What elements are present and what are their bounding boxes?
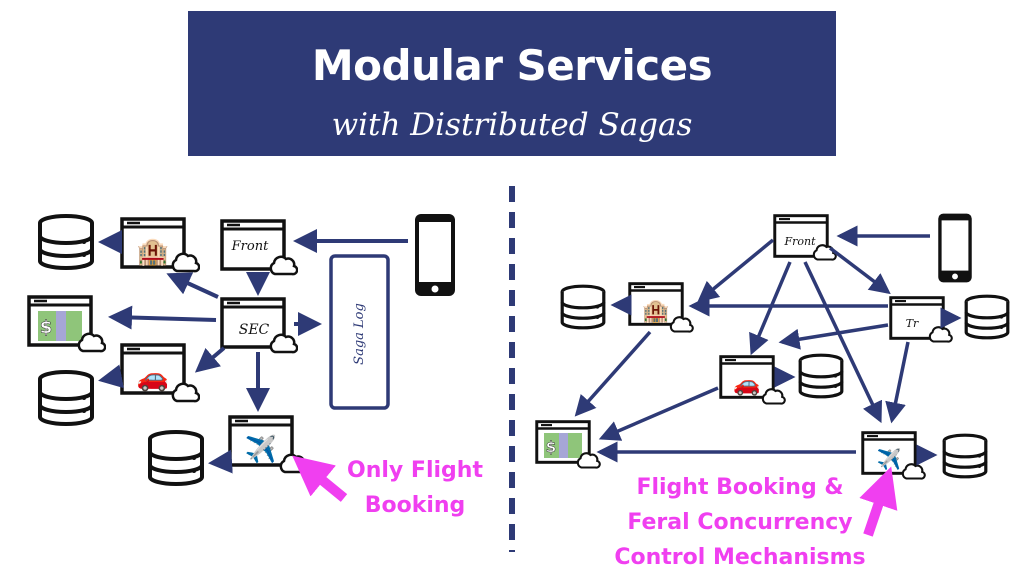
- left-callout-line: Booking: [364, 493, 466, 518]
- right-callout-line: Control Mechanisms: [614, 545, 866, 570]
- right-arrows: [574, 225, 962, 466]
- left-callout: Only Flight Booking: [340, 453, 490, 523]
- front-service-icon: Front: [773, 214, 837, 261]
- svg-text:🏨: 🏨: [642, 299, 669, 324]
- svg-text:🚗: 🚗: [733, 372, 760, 397]
- svg-text:$: $: [546, 438, 556, 456]
- flight-service-icon: ✈️: [228, 415, 308, 474]
- right-callout-line: Feral Concurrency: [627, 510, 853, 535]
- left-diagram: 🏨 $ 🚗 ✈️ Front: [27, 214, 455, 502]
- front-service-icon: Front: [220, 219, 298, 276]
- left-arrows: [98, 229, 408, 474]
- car-service-icon: 🚗: [719, 355, 786, 405]
- svg-text:✈️: ✈️: [245, 433, 277, 465]
- hotel-service-icon: 🏨: [120, 217, 200, 273]
- hotel-database-icon: [38, 214, 94, 270]
- right-diagram: Front 🏨 Tr 🚗 $ ✈️: [535, 213, 1010, 537]
- svg-text:🏨: 🏨: [137, 237, 169, 267]
- title-banner: Modular Services with Distributed Sagas: [188, 11, 836, 156]
- hotel-database-icon: [560, 284, 606, 330]
- svg-text:✈️: ✈️: [877, 447, 902, 471]
- flight-database-icon: [148, 430, 204, 486]
- svg-text:$: $: [40, 317, 53, 338]
- svg-text:Front: Front: [231, 239, 269, 254]
- svg-text:Saga Log: Saga Log: [352, 303, 367, 365]
- svg-text:SEC: SEC: [239, 322, 270, 338]
- payment-service-icon: $: [27, 295, 106, 353]
- svg-text:Front: Front: [783, 235, 816, 248]
- saga-log-box: Saga Log: [329, 254, 390, 410]
- right-callout-line: Flight Booking &: [636, 475, 844, 500]
- travel-service-icon: Tr: [889, 296, 953, 343]
- slide-title: Modular Services: [311, 41, 713, 90]
- svg-text:Tr: Tr: [906, 317, 919, 330]
- travel-database-icon: [964, 294, 1010, 340]
- car-service-icon: 🚗: [120, 343, 200, 403]
- hotel-service-icon: 🏨: [628, 282, 694, 333]
- left-callout-arrow: [292, 455, 348, 502]
- flight-database-icon: [942, 433, 988, 479]
- svg-text:🚗: 🚗: [137, 363, 169, 393]
- right-callout-arrow: [859, 466, 898, 537]
- mobile-client-icon: [938, 213, 972, 283]
- right-callout: Flight Booking & Feral Concurrency Contr…: [600, 470, 880, 575]
- sec-coordinator-icon: SEC: [220, 297, 298, 354]
- payment-service-icon: $: [535, 420, 601, 469]
- left-callout-line: Only Flight: [347, 458, 483, 483]
- car-database-icon: [38, 370, 94, 426]
- slide-subtitle: with Distributed Sagas: [331, 107, 693, 143]
- mobile-client-icon: [415, 214, 455, 296]
- car-database-icon: [798, 353, 844, 399]
